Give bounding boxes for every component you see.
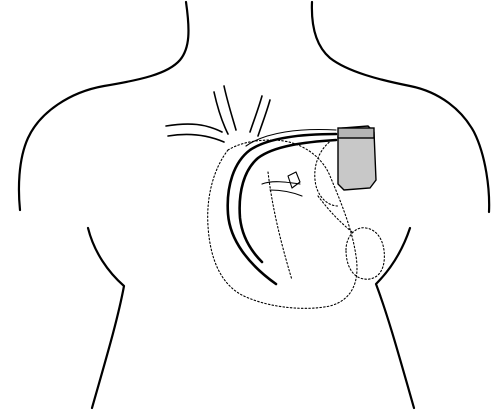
pocket-connector [318,196,352,232]
pacemaker-device [338,126,376,190]
heart-inner-vessel [262,182,300,184]
subclavian-vein-left-2 [168,134,224,142]
carotid-right [224,86,236,130]
left-arm-line [88,228,124,408]
great-vessels [166,86,270,142]
subclavian-vein-left [166,124,222,132]
neck-left [19,2,189,210]
heart-inner-vessel-2 [270,190,302,196]
right-arm-line [376,228,414,408]
pacing-leads [228,130,336,284]
carotid-left [214,92,228,134]
pacemaker-header [338,128,374,138]
lead-1 [228,134,336,284]
heart-inner-valve [288,172,300,188]
torso-outline [19,2,489,408]
aortic-arch [250,96,262,132]
heart-septum [268,172,292,280]
lead-2 [240,140,336,262]
